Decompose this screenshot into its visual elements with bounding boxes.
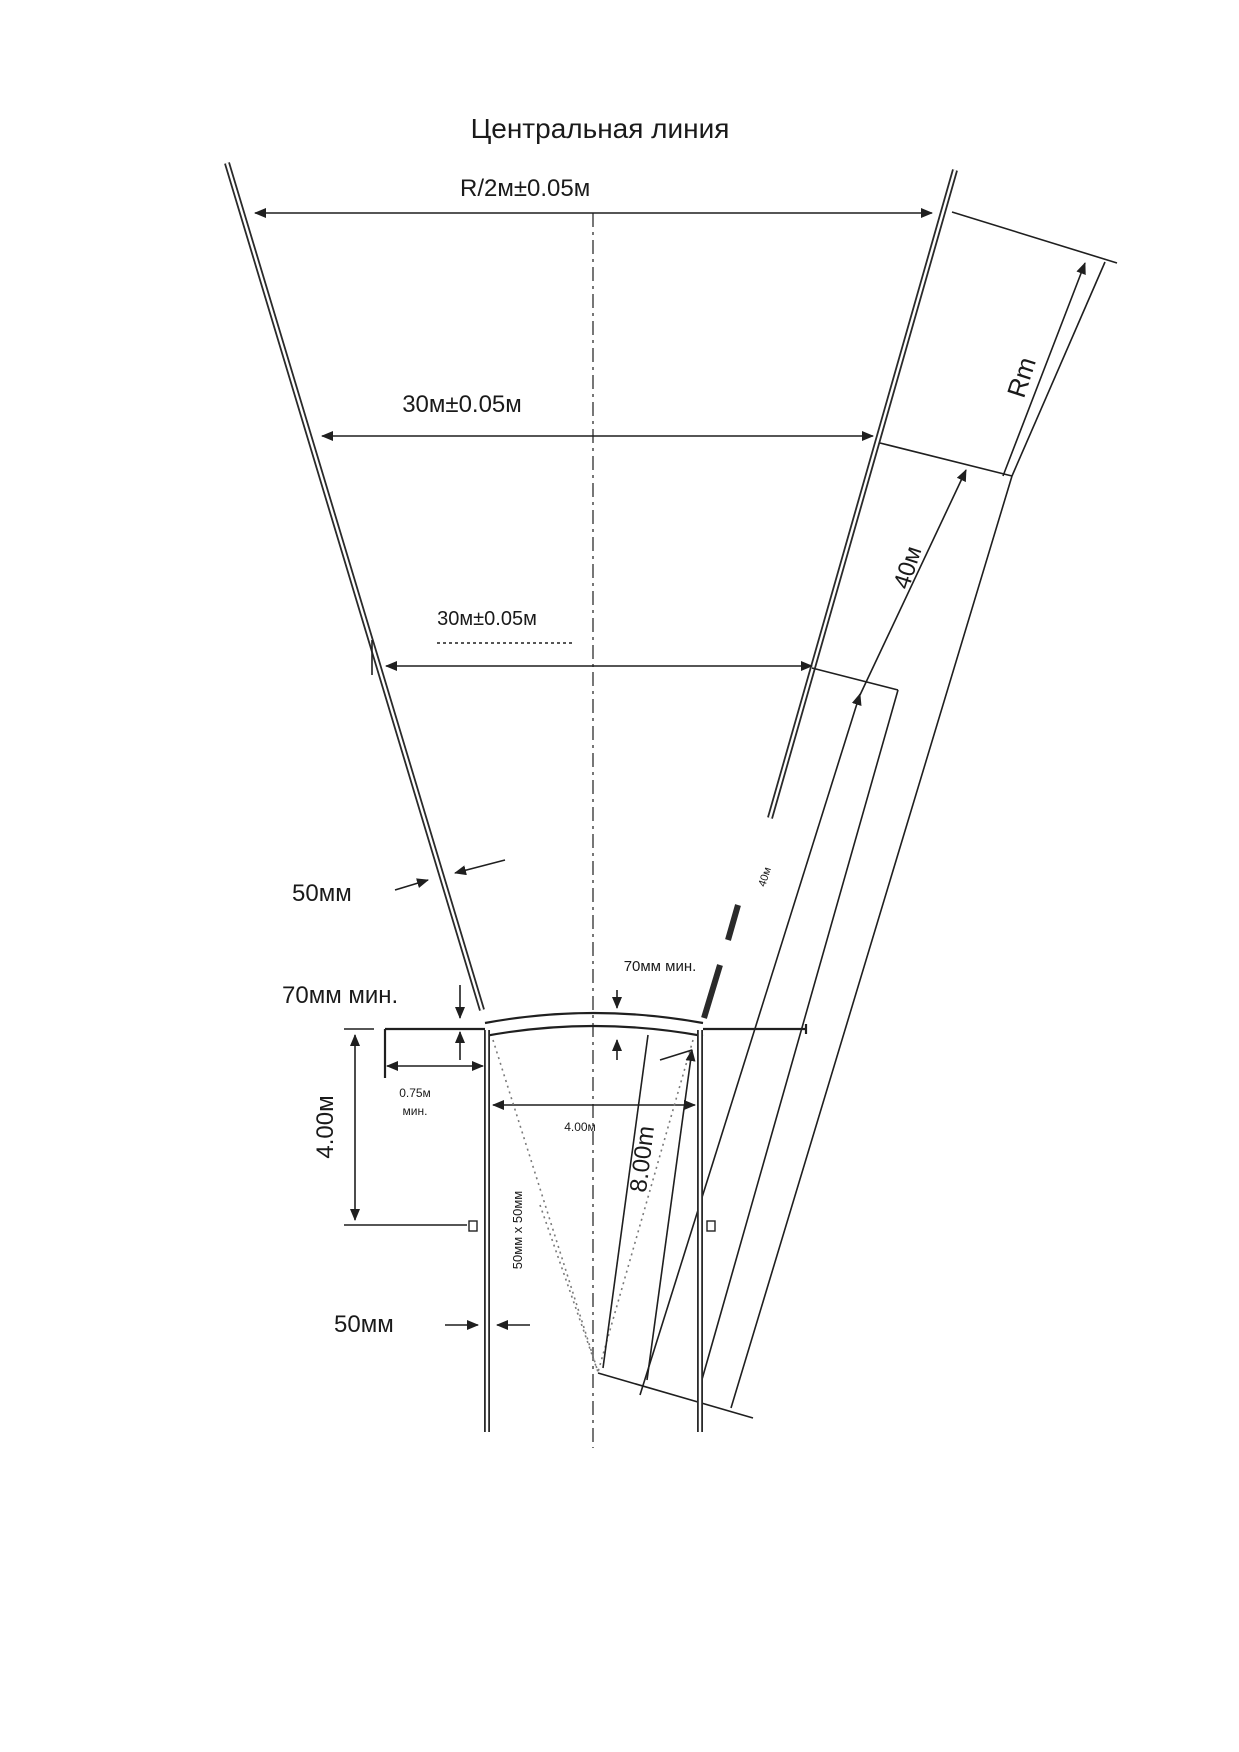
cage-dotted-left <box>492 1039 599 1373</box>
segment-40m-small-label: 40м <box>756 866 774 889</box>
diagram-title: Центральная линия <box>471 113 730 144</box>
inner-radial-dimension <box>639 693 862 1396</box>
line-width-upper-label: 50мм <box>292 880 352 907</box>
rm-extension-mid <box>879 442 1013 477</box>
min-gap-center-label: 70мм мин. <box>624 958 697 975</box>
circle-075-min-label: мин. <box>403 1104 428 1118</box>
rm-line <box>1011 261 1106 477</box>
circle-075-label: 0.75м <box>399 1086 431 1100</box>
left-sector-line <box>224 162 485 1011</box>
line-width-upper-arrow-right <box>454 859 506 876</box>
top-width-label: R/2м±0.05м <box>460 175 590 202</box>
start-arc-inner <box>484 1024 704 1038</box>
segment-40-extension <box>811 667 899 691</box>
line-width-upper-arrow-left <box>394 878 429 891</box>
post-section-label: 50мм x 50мм <box>510 1191 525 1269</box>
diag-8m-line-left <box>602 1034 649 1369</box>
left-post-marker <box>468 1220 478 1232</box>
line-width-lower-label: 50мм <box>334 1311 394 1338</box>
inner-width-label: 4.00м <box>564 1120 596 1134</box>
mid-width-label: 30м±0.05м <box>402 391 522 418</box>
rm-dimension <box>1002 262 1086 477</box>
start-arc <box>484 1011 704 1025</box>
outer-radial-line <box>730 475 1013 1409</box>
depth-label: 4.00м <box>312 1095 339 1158</box>
radial-base-line <box>597 1372 754 1419</box>
mid-radial-line <box>698 689 899 1391</box>
min-gap-left-label: 70мм мин. <box>282 982 398 1009</box>
diag-8m-dimension <box>646 1049 696 1381</box>
radial-dimension-set <box>597 211 1118 1419</box>
diag-8m-label: 8.00m <box>625 1124 660 1193</box>
cage-dotted-right <box>597 1039 694 1373</box>
segment-40m-label: 40м <box>888 543 927 592</box>
diag-8m-tick <box>659 1049 693 1061</box>
right-sector-line <box>701 169 958 1019</box>
right-post-marker <box>706 1220 716 1232</box>
segment-40m-dimension <box>859 469 967 696</box>
cage-dotted-inner <box>539 1204 599 1373</box>
radius-label: Rm <box>1001 353 1042 401</box>
rm-extension-top <box>951 211 1118 264</box>
lower-width-label: 30м±0.05м <box>437 608 537 630</box>
